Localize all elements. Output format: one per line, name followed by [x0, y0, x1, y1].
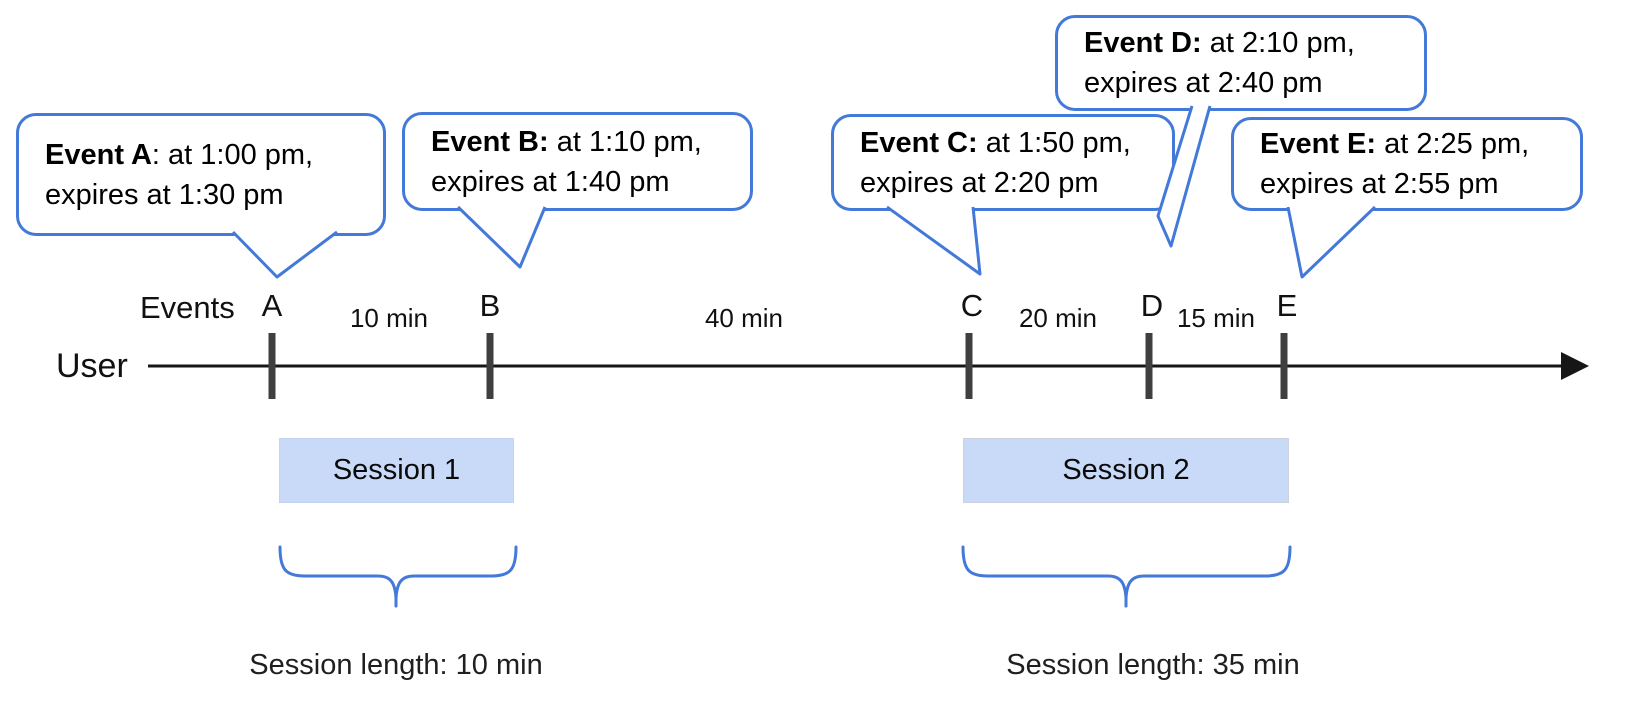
events-axis-label: Events — [140, 290, 235, 325]
event-c-callout: Event C: at 1:50 pm, expires at 2:20 pm — [831, 114, 1175, 211]
interval-d-e-label: 15 min — [1176, 303, 1256, 333]
session-2-brace — [961, 545, 1292, 608]
event-e-callout-tail — [1286, 205, 1377, 279]
session-2-brace-right — [1124, 545, 1292, 608]
event-d-callout-line2: expires at 2:40 pm — [1084, 67, 1323, 99]
event-a-callout-tail — [231, 230, 338, 279]
event-c-callout-tail — [886, 205, 982, 276]
event-b-callout-line1: Event B: at 1:10 pm, — [431, 125, 702, 158]
event-e-callout: Event E: at 2:25 pm, expires at 2:55 pm — [1231, 117, 1583, 211]
session-2-label: Session 2 — [1062, 454, 1190, 486]
session-1-box: Session 1 — [279, 438, 514, 503]
event-b-callout: Event B: at 1:10 pm, expires at 1:40 pm — [402, 112, 753, 211]
event-b-callout-line2: expires at 1:40 pm — [431, 165, 670, 198]
event-e-callout-line2: expires at 2:55 pm — [1260, 168, 1499, 200]
session-1-brace-left — [278, 545, 398, 608]
event-a-callout: Event A: at 1:00 pm, expires at 1:30 pm — [16, 113, 386, 236]
interval-b-c-label: 40 min — [704, 303, 784, 333]
interval-c-d-label: 20 min — [1018, 303, 1098, 333]
event-b-tick-label: B — [479, 288, 501, 323]
event-a-callout-line2: expires at 1:30 pm — [45, 178, 284, 211]
event-c-tick-label: C — [960, 288, 984, 323]
event-e-callout-line1: Event E: at 2:25 pm, — [1260, 128, 1530, 160]
event-a-callout-line1: Event A: at 1:00 pm, — [45, 138, 314, 171]
session-2-length-label: Session length: 35 min — [1006, 649, 1300, 681]
event-a-tick-label: A — [261, 288, 283, 323]
user-axis-label: User — [56, 347, 128, 385]
event-d-tick-label: D — [1140, 288, 1164, 323]
interval-a-b-label: 10 min — [349, 303, 429, 333]
session-1-label: Session 1 — [332, 454, 461, 486]
event-d-callout: Event D: at 2:10 pm, expires at 2:40 pm — [1055, 15, 1427, 111]
event-c-callout-line2: expires at 2:20 pm — [860, 166, 1099, 199]
event-b-callout-tail — [456, 205, 547, 269]
session-1-length-label: Session length: 10 min — [249, 649, 543, 681]
session-1-brace — [278, 545, 518, 608]
timeline-arrowhead-icon — [1561, 352, 1589, 380]
event-d-callout-line1: Event D: at 2:10 pm, — [1084, 27, 1355, 59]
session-2-brace-left — [961, 545, 1128, 608]
event-e-tick-label: E — [1276, 288, 1298, 323]
session-2-box: Session 2 — [963, 438, 1289, 503]
event-c-callout-line1: Event C: at 1:50 pm, — [860, 126, 1131, 159]
session-1-brace-right — [394, 545, 518, 608]
